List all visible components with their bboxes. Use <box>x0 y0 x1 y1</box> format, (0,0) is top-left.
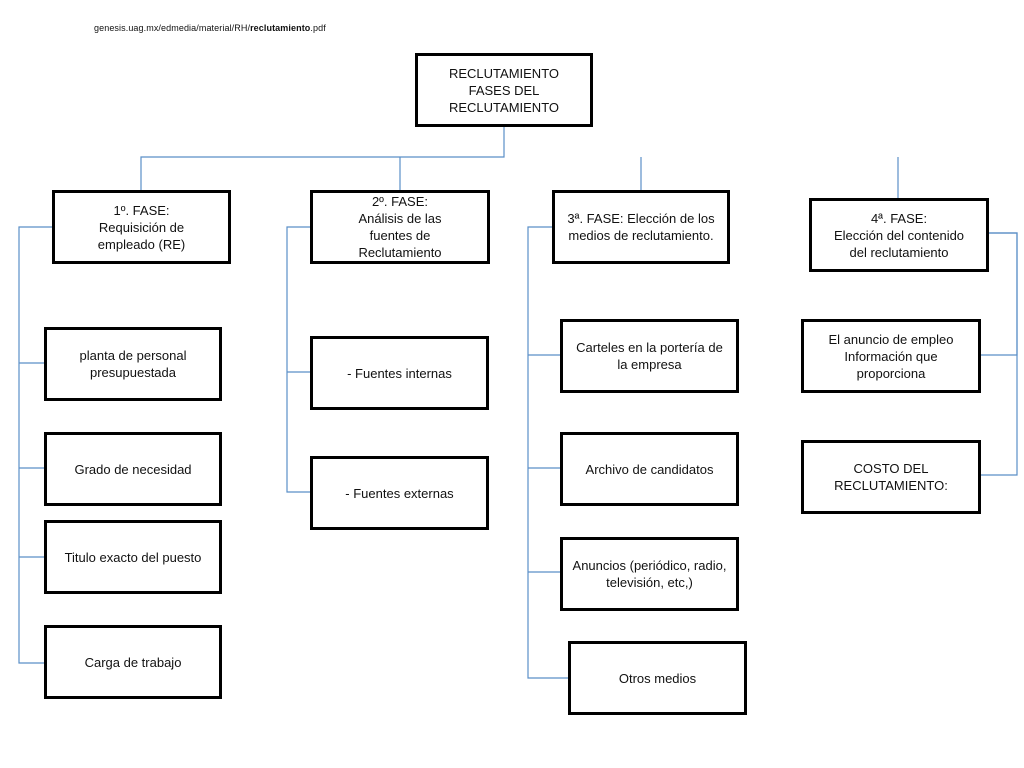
phase-2-box: 2º. FASE: Análisis de las fuentes de Rec… <box>310 190 490 264</box>
phase-3-item: Archivo de candidatos <box>560 432 739 506</box>
phase-4-item: El anuncio de empleo Información que pro… <box>801 319 981 393</box>
source-url: genesis.uag.mx/edmedia/material/RH/reclu… <box>94 23 326 33</box>
phase-1-item: Grado de necesidad <box>44 432 222 506</box>
phase-2-item: - Fuentes externas <box>310 456 489 530</box>
phase-3-item: Carteles en la portería de la empresa <box>560 319 739 393</box>
phase-1-item: planta de personal presupuestada <box>44 327 222 401</box>
phase-1-box: 1º. FASE: Requisición de empleado (RE) <box>52 190 231 264</box>
phase-1-item: Titulo exacto del puesto <box>44 520 222 594</box>
phase-3-item: Anuncios (periódico, radio, televisión, … <box>560 537 739 611</box>
phase-4-item: COSTO DEL RECLUTAMIENTO: <box>801 440 981 514</box>
phase-1-item: Carga de trabajo <box>44 625 222 699</box>
root-box: RECLUTAMIENTO FASES DEL RECLUTAMIENTO <box>415 53 593 127</box>
phase-3-box: 3ª. FASE: Elección de los medios de recl… <box>552 190 730 264</box>
phase-3-item: Otros medios <box>568 641 747 715</box>
phase-2-item: - Fuentes internas <box>310 336 489 410</box>
phase-4-box: 4ª. FASE: Elección del contenido del rec… <box>809 198 989 272</box>
